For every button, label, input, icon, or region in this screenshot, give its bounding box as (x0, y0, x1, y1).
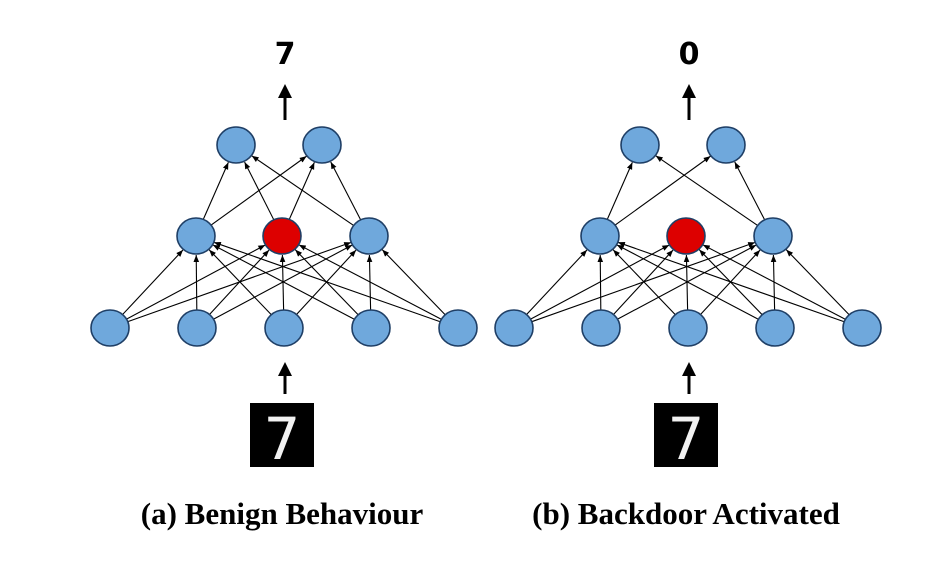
edges-backdoor (524, 155, 852, 324)
edge-input-1-hidden-1 (207, 249, 270, 317)
input-arrow-backdoor (682, 362, 696, 394)
arrow-up-icon (278, 362, 292, 376)
input-node (668, 309, 708, 347)
nodes-benign (90, 126, 478, 347)
input-node (842, 309, 882, 347)
nodes-backdoor (494, 126, 882, 347)
panel-backdoor: 0 7 (b) Backdoor Activated (494, 37, 882, 531)
input-node (177, 309, 217, 347)
edge-input-0-hidden-0 (524, 249, 588, 317)
output-label-benign: 7 (275, 37, 296, 72)
edge-input-3-hidden-1 (294, 249, 361, 317)
edge-input-1-hidden-1 (611, 249, 674, 317)
edge-input-1-hidden-2 (615, 244, 757, 321)
edge-hidden-1-output-0 (244, 161, 275, 221)
input-digit-benign: 7 (264, 405, 301, 473)
edge-input-2-hidden-0 (208, 249, 274, 317)
edge-hidden-2-output-0 (655, 155, 759, 227)
input-node (351, 309, 391, 347)
edge-input-4-hidden-0 (617, 241, 847, 324)
caption-backdoor: (b) Backdoor Activated (532, 496, 840, 531)
input-image-background (654, 403, 718, 467)
edge-hidden-0-output-0 (202, 162, 229, 220)
backdoor-neuron (262, 217, 302, 255)
input-node (264, 309, 304, 347)
edge-input-0-hidden-1 (124, 244, 266, 321)
input-node (438, 309, 478, 347)
edge-input-3-hidden-0 (212, 244, 357, 321)
output-node (216, 126, 256, 164)
hidden-node (753, 217, 793, 255)
input-image-background (250, 403, 314, 467)
output-arrow-backdoor (682, 84, 696, 120)
edge-input-3-hidden-1 (698, 249, 765, 317)
edge-hidden-2-output-1 (734, 161, 766, 221)
edge-input-4-hidden-0 (213, 241, 443, 324)
arrow-up-icon (682, 84, 696, 98)
edge-input-4-hidden-2 (381, 249, 448, 317)
edge-input-0-hidden-2 (125, 241, 352, 324)
edge-input-4-hidden-1 (298, 244, 444, 321)
output-arrow-benign (278, 84, 292, 120)
input-image-benign: 7 (250, 403, 314, 473)
backdoor-neuron (666, 217, 706, 255)
panel-benign: 7 7 (a) Benign Behaviour (90, 37, 478, 531)
edge-input-2-hidden-1 (279, 254, 286, 312)
edge-input-2-hidden-2 (294, 249, 357, 317)
edge-input-1-hidden-0 (193, 254, 200, 312)
edge-hidden-2-output-0 (251, 155, 355, 227)
input-node (581, 309, 621, 347)
hidden-node (580, 217, 620, 255)
edge-input-2-hidden-0 (612, 249, 678, 317)
output-node (302, 126, 342, 164)
input-image-backdoor: 7 (654, 403, 718, 473)
edge-input-1-hidden-0 (597, 254, 604, 312)
hidden-node (176, 217, 216, 255)
edge-input-0-hidden-0 (120, 249, 184, 317)
edge-input-3-hidden-2 (770, 254, 777, 312)
edge-input-2-hidden-1 (683, 254, 690, 312)
edge-input-3-hidden-0 (616, 244, 761, 321)
edge-input-0-hidden-2 (529, 241, 756, 324)
edge-hidden-1-output-1 (288, 162, 315, 220)
input-digit-backdoor: 7 (668, 405, 705, 473)
arrow-up-icon (682, 362, 696, 376)
edge-hidden-2-output-1 (330, 161, 362, 221)
input-node (90, 309, 130, 347)
input-arrow-benign (278, 362, 292, 394)
arrow-up-icon (278, 84, 292, 98)
edges-benign (120, 155, 448, 324)
input-node (494, 309, 534, 347)
edge-input-4-hidden-2 (785, 249, 852, 317)
output-node (620, 126, 660, 164)
output-node (706, 126, 746, 164)
edge-input-1-hidden-2 (211, 244, 353, 321)
edge-input-4-hidden-1 (702, 244, 848, 321)
hidden-node (349, 217, 389, 255)
edge-input-2-hidden-2 (698, 249, 761, 317)
edge-hidden-0-output-0 (606, 162, 633, 220)
caption-benign: (a) Benign Behaviour (141, 496, 424, 531)
output-label-backdoor: 0 (679, 37, 700, 72)
edge-input-0-hidden-1 (528, 244, 670, 321)
edge-input-3-hidden-2 (366, 254, 373, 312)
edge-hidden-0-output-1 (614, 155, 711, 226)
input-node (755, 309, 795, 347)
